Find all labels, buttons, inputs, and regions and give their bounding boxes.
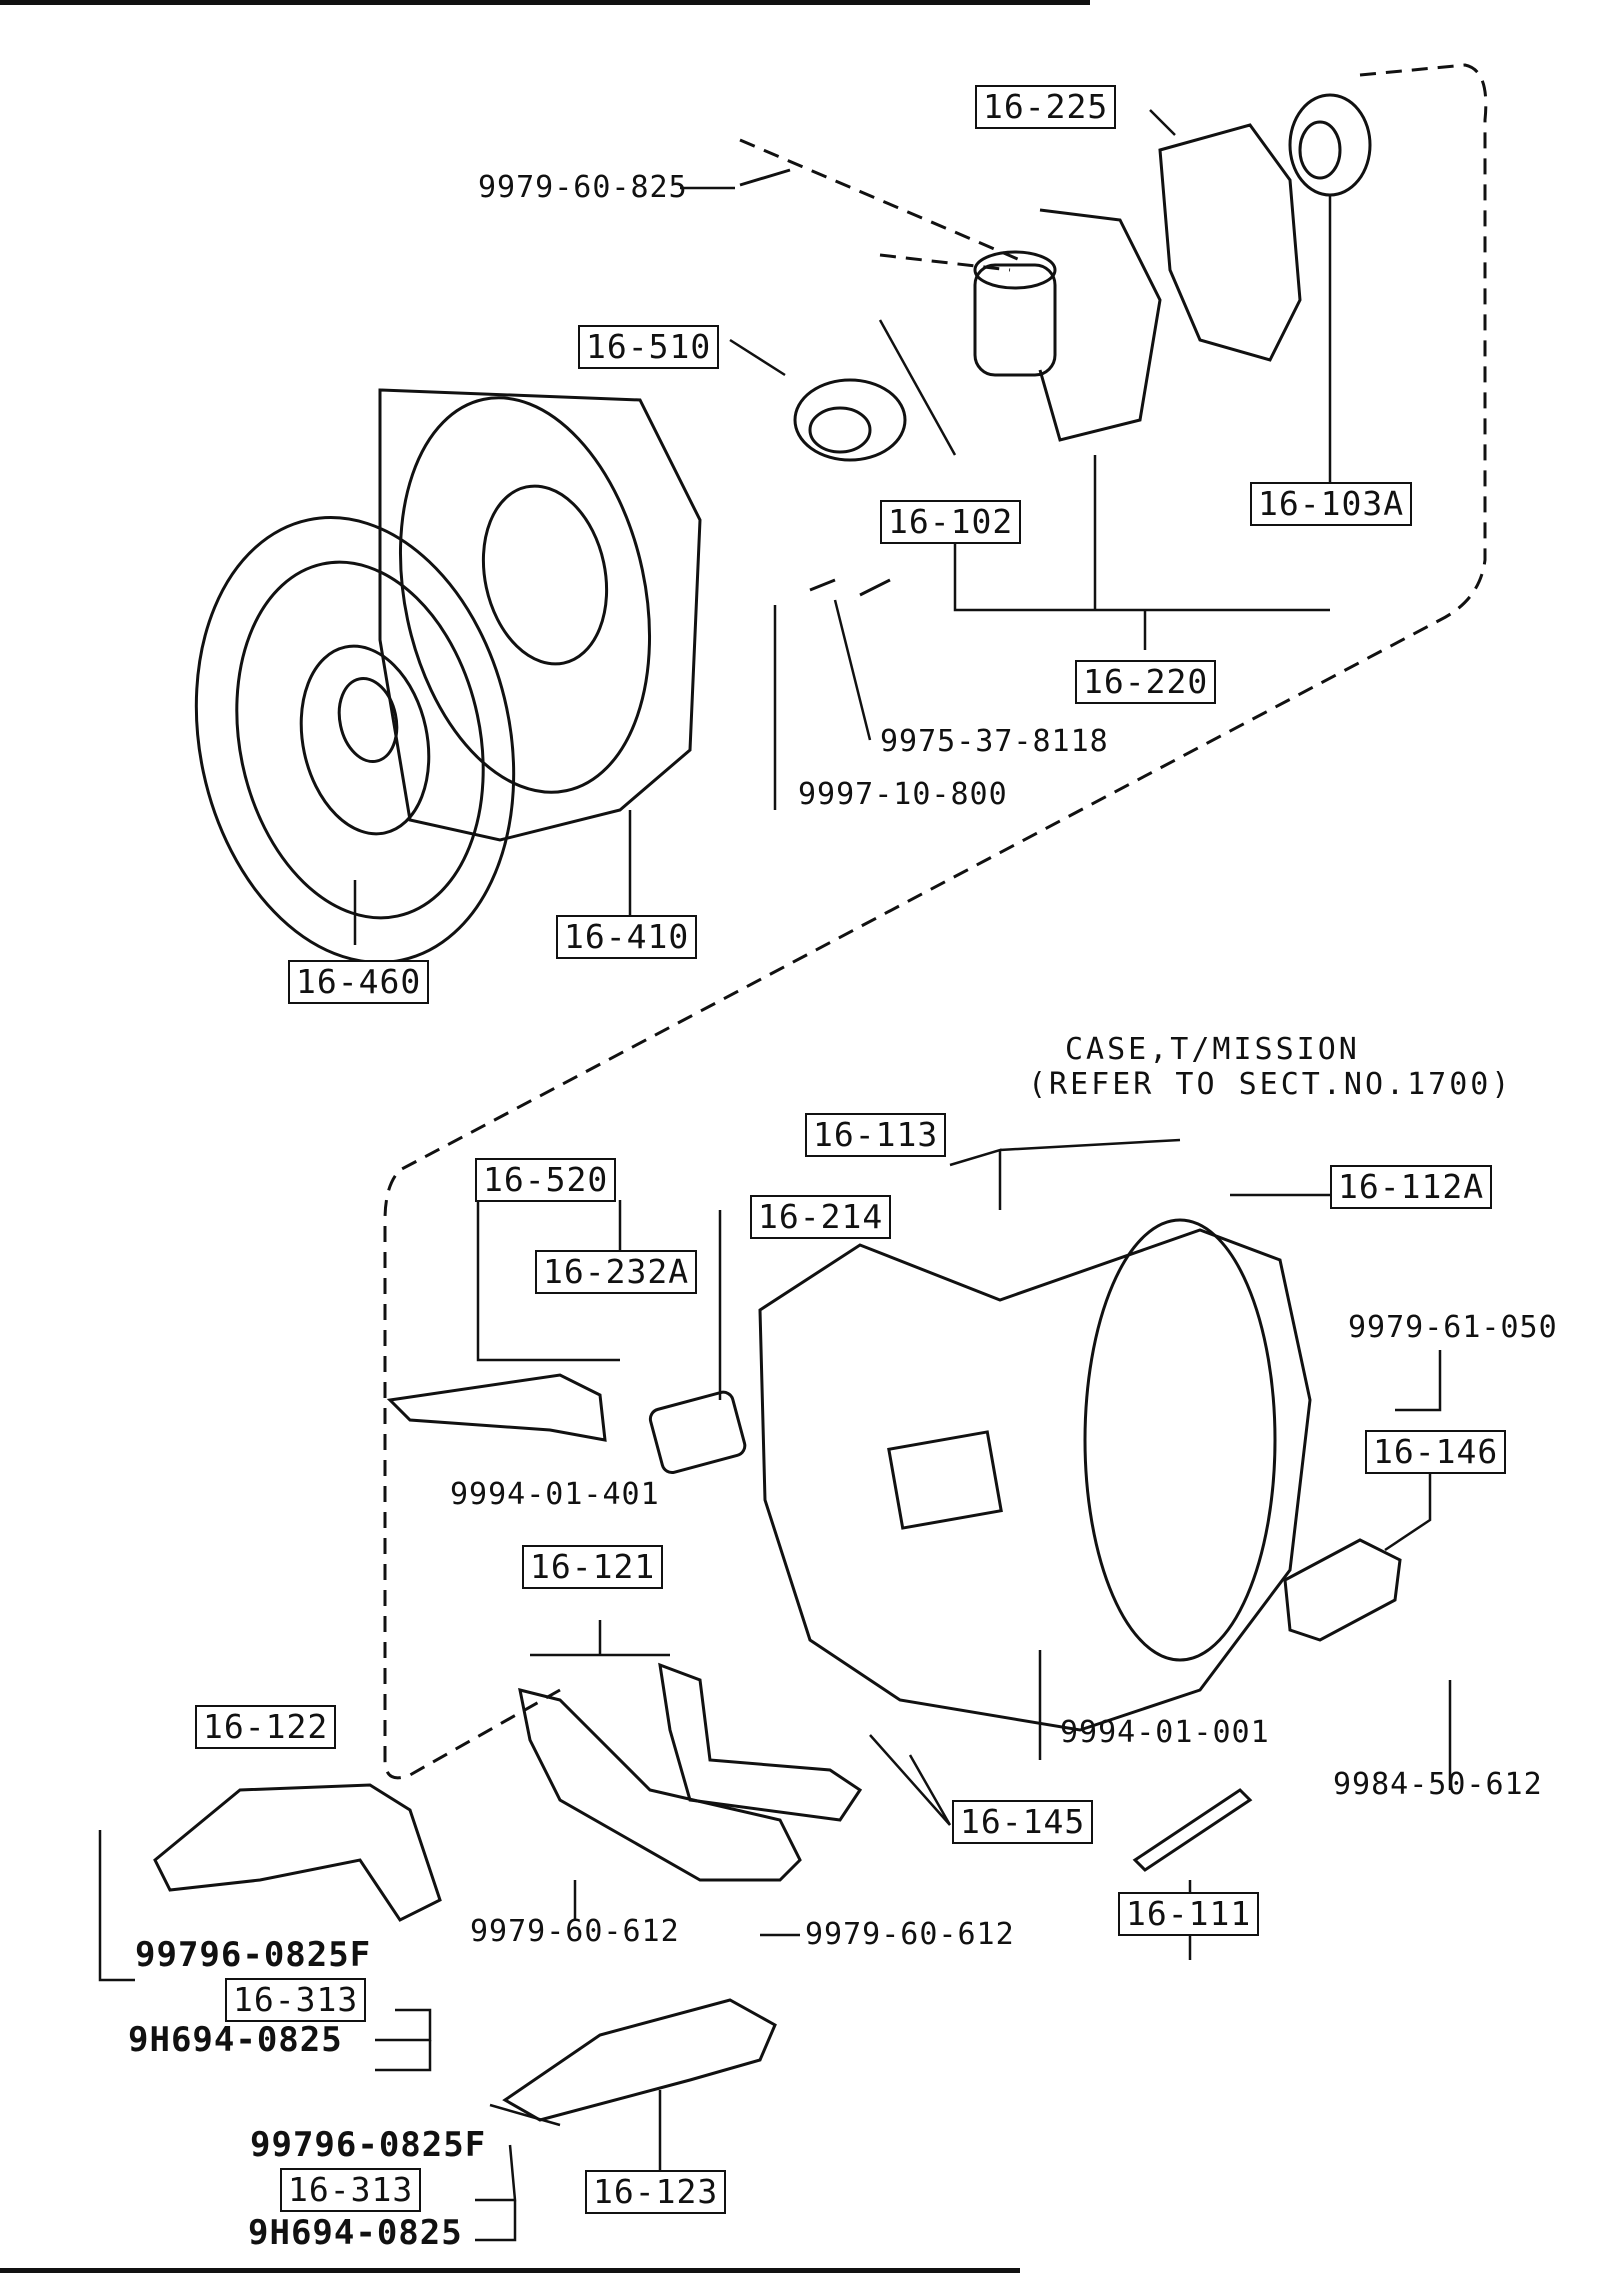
- plate-16-111-drawing: [1132, 1788, 1253, 1872]
- part-label-16-520: 16-520: [475, 1158, 617, 1202]
- part-label-16-410: 16-410: [556, 915, 698, 959]
- top-rule: [0, 0, 1090, 5]
- bolt-label-9H694-0825-upper: 9H694-0825: [128, 2020, 343, 2060]
- part-label-16-113: 16-113: [805, 1113, 947, 1157]
- fastener-label-9979-61-050: 9979-61-050: [1348, 1310, 1558, 1345]
- part-label-16-146: 16-146: [1365, 1430, 1507, 1474]
- boot-drawing: [648, 1390, 747, 1474]
- cover-16-146-drawing: [1283, 1538, 1402, 1642]
- gasket-drawing: [1158, 123, 1302, 362]
- bearing-drawing: [1288, 93, 1372, 197]
- pressure-plate-drawing: [378, 388, 702, 842]
- part-label-16-313: 16-313: [280, 2168, 422, 2212]
- part-label-16-313: 16-313: [225, 1978, 367, 2022]
- bracket-16-123-drawing: [502, 1998, 777, 2122]
- fastener-label-9994-01-401: 9994-01-401: [450, 1477, 660, 1512]
- fastener-label-9979-60-612-left: 9979-60-612: [470, 1914, 680, 1949]
- assembly-dashed-boundary: [383, 63, 1488, 1780]
- shift-fork-drawing: [386, 1373, 607, 1442]
- part-label-16-232A: 16-232A: [535, 1250, 698, 1294]
- fastener-label-9979-60-612-right: 9979-60-612: [805, 1917, 1015, 1952]
- part-label-16-145: 16-145: [952, 1800, 1094, 1844]
- fastener-label-9979-60-825: 9979-60-825: [478, 170, 688, 205]
- case-note-line1: CASE,T/MISSION: [1065, 1032, 1360, 1067]
- part-label-16-103A: 16-103A: [1250, 482, 1413, 526]
- fastener-label-9975-37-8118: 9975-37-8118: [880, 724, 1109, 759]
- fastener-label-9994-01-001: 9994-01-001: [1060, 1715, 1270, 1750]
- part-label-16-460: 16-460: [288, 960, 430, 1004]
- part-label-16-112A: 16-112A: [1330, 1165, 1493, 1209]
- part-label-16-111: 16-111: [1118, 1892, 1260, 1936]
- part-label-16-121: 16-121: [522, 1545, 664, 1589]
- bracket-16-122-drawing: [153, 1783, 442, 1922]
- part-label-16-102: 16-102: [880, 500, 1022, 544]
- fastener-label-9984-50-612: 9984-50-612: [1333, 1767, 1543, 1802]
- member-right-drawing: [658, 1662, 863, 1822]
- case-note-line2: (REFER TO SECT.NO.1700): [1028, 1067, 1513, 1102]
- part-label-16-122: 16-122: [195, 1705, 337, 1749]
- front-cover-drawing: [973, 208, 1162, 442]
- fastener-label-9997-10-800: 9997-10-800: [798, 777, 1008, 812]
- bolt-upper-drawing: [739, 168, 891, 597]
- member-left-drawing: [518, 1687, 802, 1882]
- release-bearing-drawing: [793, 378, 907, 462]
- part-label-16-510: 16-510: [578, 325, 720, 369]
- part-label-16-214: 16-214: [750, 1195, 892, 1239]
- bottom-rule: [0, 2268, 1020, 2273]
- part-label-16-220: 16-220: [1075, 660, 1217, 704]
- bolt-label-99796-0825F-lower: 99796-0825F: [250, 2125, 487, 2165]
- part-label-16-225: 16-225: [975, 85, 1117, 129]
- bolt-label-9H694-0825-lower: 9H694-0825: [248, 2213, 463, 2253]
- part-label-16-123: 16-123: [585, 2170, 727, 2214]
- transmission-case-drawing: [758, 1218, 1312, 1732]
- bolt-label-99796-0825F-upper: 99796-0825F: [135, 1935, 372, 1975]
